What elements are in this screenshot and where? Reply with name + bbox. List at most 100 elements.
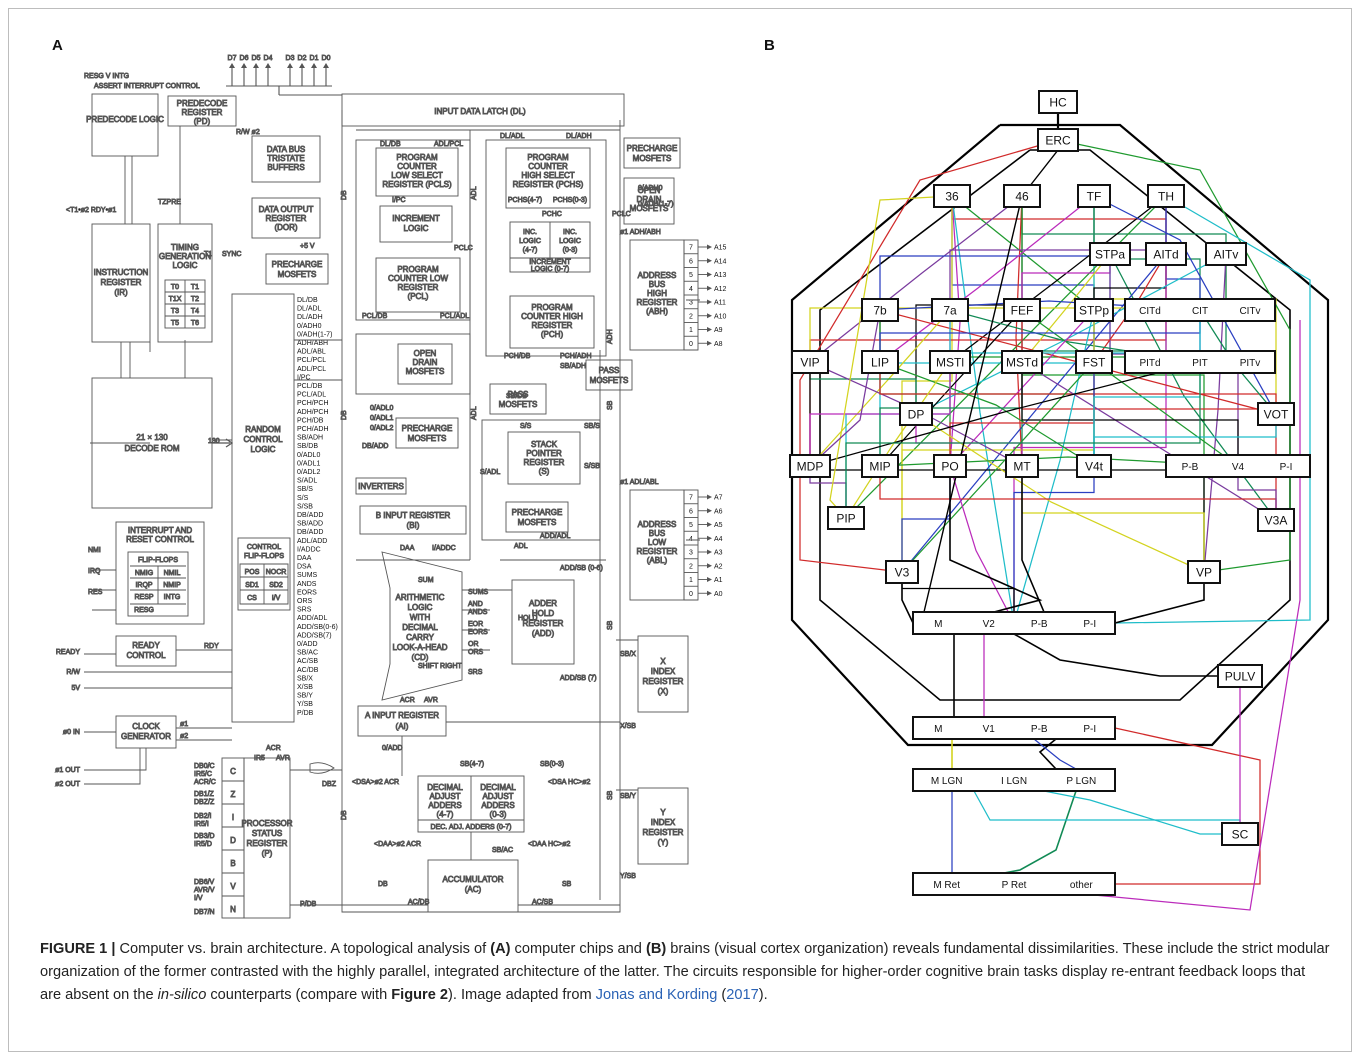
svg-text:S/SB: S/SB [584, 463, 600, 470]
svg-text:TRISTATE: TRISTATE [267, 154, 304, 163]
svg-text:REGISTER: REGISTER [101, 278, 142, 287]
svg-text:DECODE ROM: DECODE ROM [124, 444, 179, 453]
chip-block-open-drain-a: OPEN DRAIN MOSFETS [623, 177, 675, 225]
brain-area-vot: VOT [1257, 402, 1295, 426]
svg-text:IR5/D: IR5/D [194, 841, 212, 848]
address-pin-label: A4 [714, 536, 723, 543]
caption-figure-ref[interactable]: Figure 2 [391, 987, 449, 1003]
svg-text:PCL/DB: PCL/DB [362, 313, 388, 320]
svg-text:SUM: SUM [418, 577, 434, 584]
svg-text:LOGIC (0-7): LOGIC (0-7) [531, 266, 570, 273]
svg-text:(P): (P) [262, 849, 273, 858]
caption-citation-link[interactable]: Jonas and Kording [595, 987, 718, 1003]
svg-text:SD2: SD2 [269, 582, 283, 589]
address-bit-label: 0 [689, 591, 693, 598]
svg-text:AVR: AVR [424, 697, 438, 704]
svg-text:T5: T5 [171, 320, 179, 327]
brain-area-sc-label: SC [1232, 827, 1249, 841]
svg-text:MOSFETS: MOSFETS [406, 367, 445, 376]
control-signal-label: 0/ADL0 [297, 452, 320, 459]
address-bit-label: 7 [689, 495, 693, 502]
svg-text:I/V: I/V [194, 895, 203, 902]
svg-text:PASS: PASS [599, 366, 620, 375]
connection-line [901, 361, 1095, 573]
svg-text:B: B [230, 859, 235, 868]
control-signal-label: PCH/DB [297, 417, 324, 424]
control-signal-label: X/SB [297, 684, 313, 691]
connection-line [1021, 466, 1205, 572]
svg-text:MOSFETS: MOSFETS [518, 518, 557, 527]
brain-group-retina-label: M Ret [933, 880, 960, 891]
svg-text:CS: CS [247, 595, 257, 602]
svg-text:PRECHARGE: PRECHARGE [272, 260, 323, 269]
brain-area-mstl: MSTl [929, 350, 971, 374]
brain-area-stpa-label: STPa [1095, 247, 1125, 261]
connection-line [1109, 253, 1277, 521]
svg-text:SB/Y: SB/Y [620, 793, 636, 800]
svg-text:DEC. ADJ. ADDERS (0-7): DEC. ADJ. ADDERS (0-7) [431, 824, 512, 831]
svg-text:(PCL): (PCL) [408, 292, 429, 301]
brain-group-retina-label: P Ret [1002, 880, 1027, 891]
svg-text:P/DB: P/DB [300, 901, 317, 908]
svg-text:0/ADL1: 0/ADL1 [370, 415, 393, 422]
svg-text:DB1/Z: DB1/Z [194, 791, 215, 798]
svg-text:<DSA>ø2 ACR: <DSA>ø2 ACR [352, 779, 399, 786]
svg-text:STATUS: STATUS [252, 829, 282, 838]
control-signal-label: DSA [297, 564, 312, 571]
chip-block-clock-generator: CLOCK GENERATOR [115, 715, 177, 749]
brain-area-pulv: PULV [1217, 664, 1263, 688]
svg-text:TZPRE: TZPRE [158, 199, 181, 206]
svg-text:LOGIC: LOGIC [251, 445, 276, 454]
svg-text:T2: T2 [191, 296, 199, 303]
data-pin-label: D2 [298, 55, 307, 62]
control-signal-label: DL/ADL [297, 306, 322, 313]
svg-text:REGISTER: REGISTER [398, 283, 439, 292]
svg-text:DB2/I: DB2/I [194, 813, 212, 820]
svg-text:COUNTER HIGH: COUNTER HIGH [521, 312, 583, 321]
svg-text:INTERRUPT AND: INTERRUPT AND [128, 526, 193, 535]
address-bit-label: 7 [689, 245, 693, 252]
control-signal-label: DL/ADH [297, 314, 323, 321]
address-pin-label: A3 [714, 550, 723, 557]
control-signal-label: ORS [297, 598, 313, 605]
brain-group-v1-label: M [934, 724, 942, 735]
brain-group-v2-label: V2 [983, 619, 996, 630]
brain-area-dp-label: DP [908, 407, 925, 421]
svg-text:HOLD: HOLD [532, 609, 554, 618]
address-bit-label: 2 [689, 313, 693, 320]
svg-text:INCREMENT: INCREMENT [529, 259, 571, 266]
svg-text:DL/DB: DL/DB [380, 141, 401, 148]
chip-block-data-output-register: DATA OUTPUT REGISTER (DOR) [251, 197, 321, 239]
chip-block-adder-hold: ADDER HOLD REGISTER (ADD) [511, 579, 575, 665]
svg-text:GENERATOR: GENERATOR [121, 732, 171, 741]
control-signal-label: SB/X [297, 675, 313, 682]
brain-area-vot-label: VOT [1264, 407, 1289, 421]
brain-group-v4-label: P-I [1280, 462, 1293, 473]
svg-text:(AC): (AC) [465, 885, 482, 894]
svg-text:RANDOM: RANDOM [245, 425, 281, 434]
brain-group-cit-label: CITv [1239, 306, 1260, 317]
svg-text:ø1 OUT: ø1 OUT [55, 767, 81, 774]
svg-text:(BI): (BI) [407, 521, 420, 530]
brain-area-mt-label: MT [1013, 459, 1031, 473]
svg-text:N: N [230, 905, 236, 914]
data-pin-label: D5 [252, 55, 261, 62]
svg-text:READY: READY [132, 641, 160, 650]
svg-text:(CD): (CD) [412, 653, 429, 662]
svg-text:PRECHARGE: PRECHARGE [512, 508, 563, 517]
connection-line [1057, 139, 1291, 573]
chip-block-open-drain-b: OPEN DRAIN MOSFETS [397, 343, 453, 385]
svg-text:T3: T3 [171, 308, 179, 315]
svg-text:<DAA HC>ø2: <DAA HC>ø2 [528, 841, 571, 848]
svg-text:TIMING: TIMING [171, 243, 199, 252]
svg-text:MOSFETS: MOSFETS [408, 434, 447, 443]
brain-area-a46-label: 46 [1015, 189, 1029, 203]
address-bit-label: 4 [689, 536, 693, 543]
caption-citation-year[interactable]: 2017 [726, 987, 759, 1003]
svg-text:DAA: DAA [400, 545, 415, 552]
address-bit-label: 4 [689, 286, 693, 293]
brain-area-th-label: TH [1158, 189, 1174, 203]
svg-text:DB6/V: DB6/V [194, 879, 215, 886]
svg-text:DB: DB [341, 810, 348, 820]
